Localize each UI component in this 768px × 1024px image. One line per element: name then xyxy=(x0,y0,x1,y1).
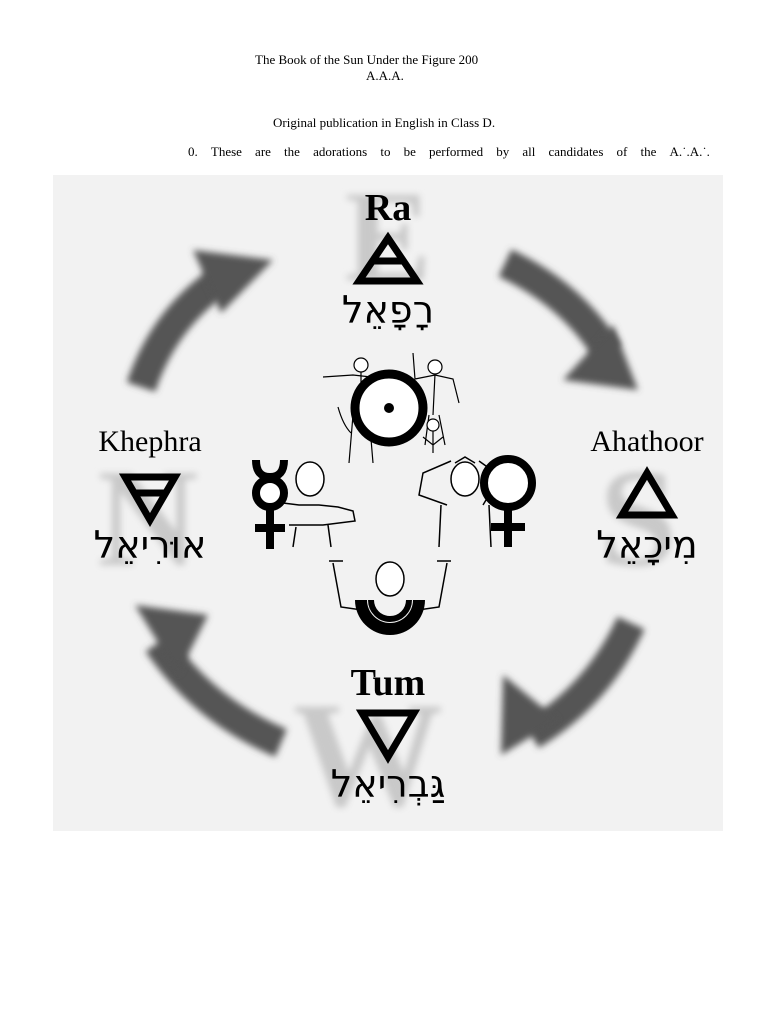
station-right-name: Ahathoor xyxy=(590,425,703,458)
venus-icon xyxy=(480,455,536,547)
posture-figure-left xyxy=(282,461,356,548)
compass-west-letter: W xyxy=(293,672,443,831)
paragraph-word: of xyxy=(616,144,628,159)
paragraph-word: 0. xyxy=(188,144,198,159)
station-bottom-name: Tum xyxy=(351,662,426,704)
posture-figures-top xyxy=(322,352,460,464)
paragraph-word: the xyxy=(284,144,300,159)
paragraph-word: performed xyxy=(429,144,484,159)
paragraph-word: candidates xyxy=(548,144,604,159)
mercury-icon xyxy=(252,459,288,549)
water-triangle-icon xyxy=(355,709,421,764)
paragraph-word: are xyxy=(255,144,271,159)
paragraph-word: all xyxy=(522,144,536,159)
station-left-name: Khephra xyxy=(98,425,201,458)
air-triangle-icon xyxy=(615,466,679,519)
paragraph-word: by xyxy=(496,144,510,159)
posture-figure-right xyxy=(418,456,494,548)
station-left-hebrew: אוּרִיאֵל xyxy=(94,523,207,567)
arrow-east-south-icon xyxy=(498,249,621,361)
paragraph-line: 0. These are the adorations to be perfor… xyxy=(188,144,710,160)
document-subtitle: A.A.A. xyxy=(366,68,404,83)
fire-triangle-icon xyxy=(352,231,424,285)
moon-icon xyxy=(355,600,425,635)
document-title: The Book of the Sun Under the Figure 200 xyxy=(255,52,479,67)
paragraph-word: the xyxy=(640,144,657,159)
paragraph-word: These xyxy=(210,144,242,159)
station-top-hebrew: רָפָאֵל xyxy=(342,288,434,332)
sun-icon xyxy=(350,369,428,447)
paragraph-word: to xyxy=(380,144,391,159)
earth-triangle-icon xyxy=(118,473,182,527)
station-right-hebrew: מִיכָאֵל xyxy=(596,523,697,567)
paragraph-word: A.˙.A.˙. xyxy=(669,144,710,159)
station-top-name: Ra xyxy=(365,187,411,229)
paragraph-word: be xyxy=(403,144,416,159)
adoration-figure: E S W N Ra רָפָאֵל Ahathoor מִיכָאֵל Tum… xyxy=(53,175,723,831)
publication-note: Original publication in English in Class… xyxy=(273,115,496,130)
station-bottom-hebrew: גַּבְרִיאֵל xyxy=(331,762,446,806)
paragraph-word: adorations xyxy=(313,144,368,159)
posture-figure-bottom xyxy=(329,560,451,612)
